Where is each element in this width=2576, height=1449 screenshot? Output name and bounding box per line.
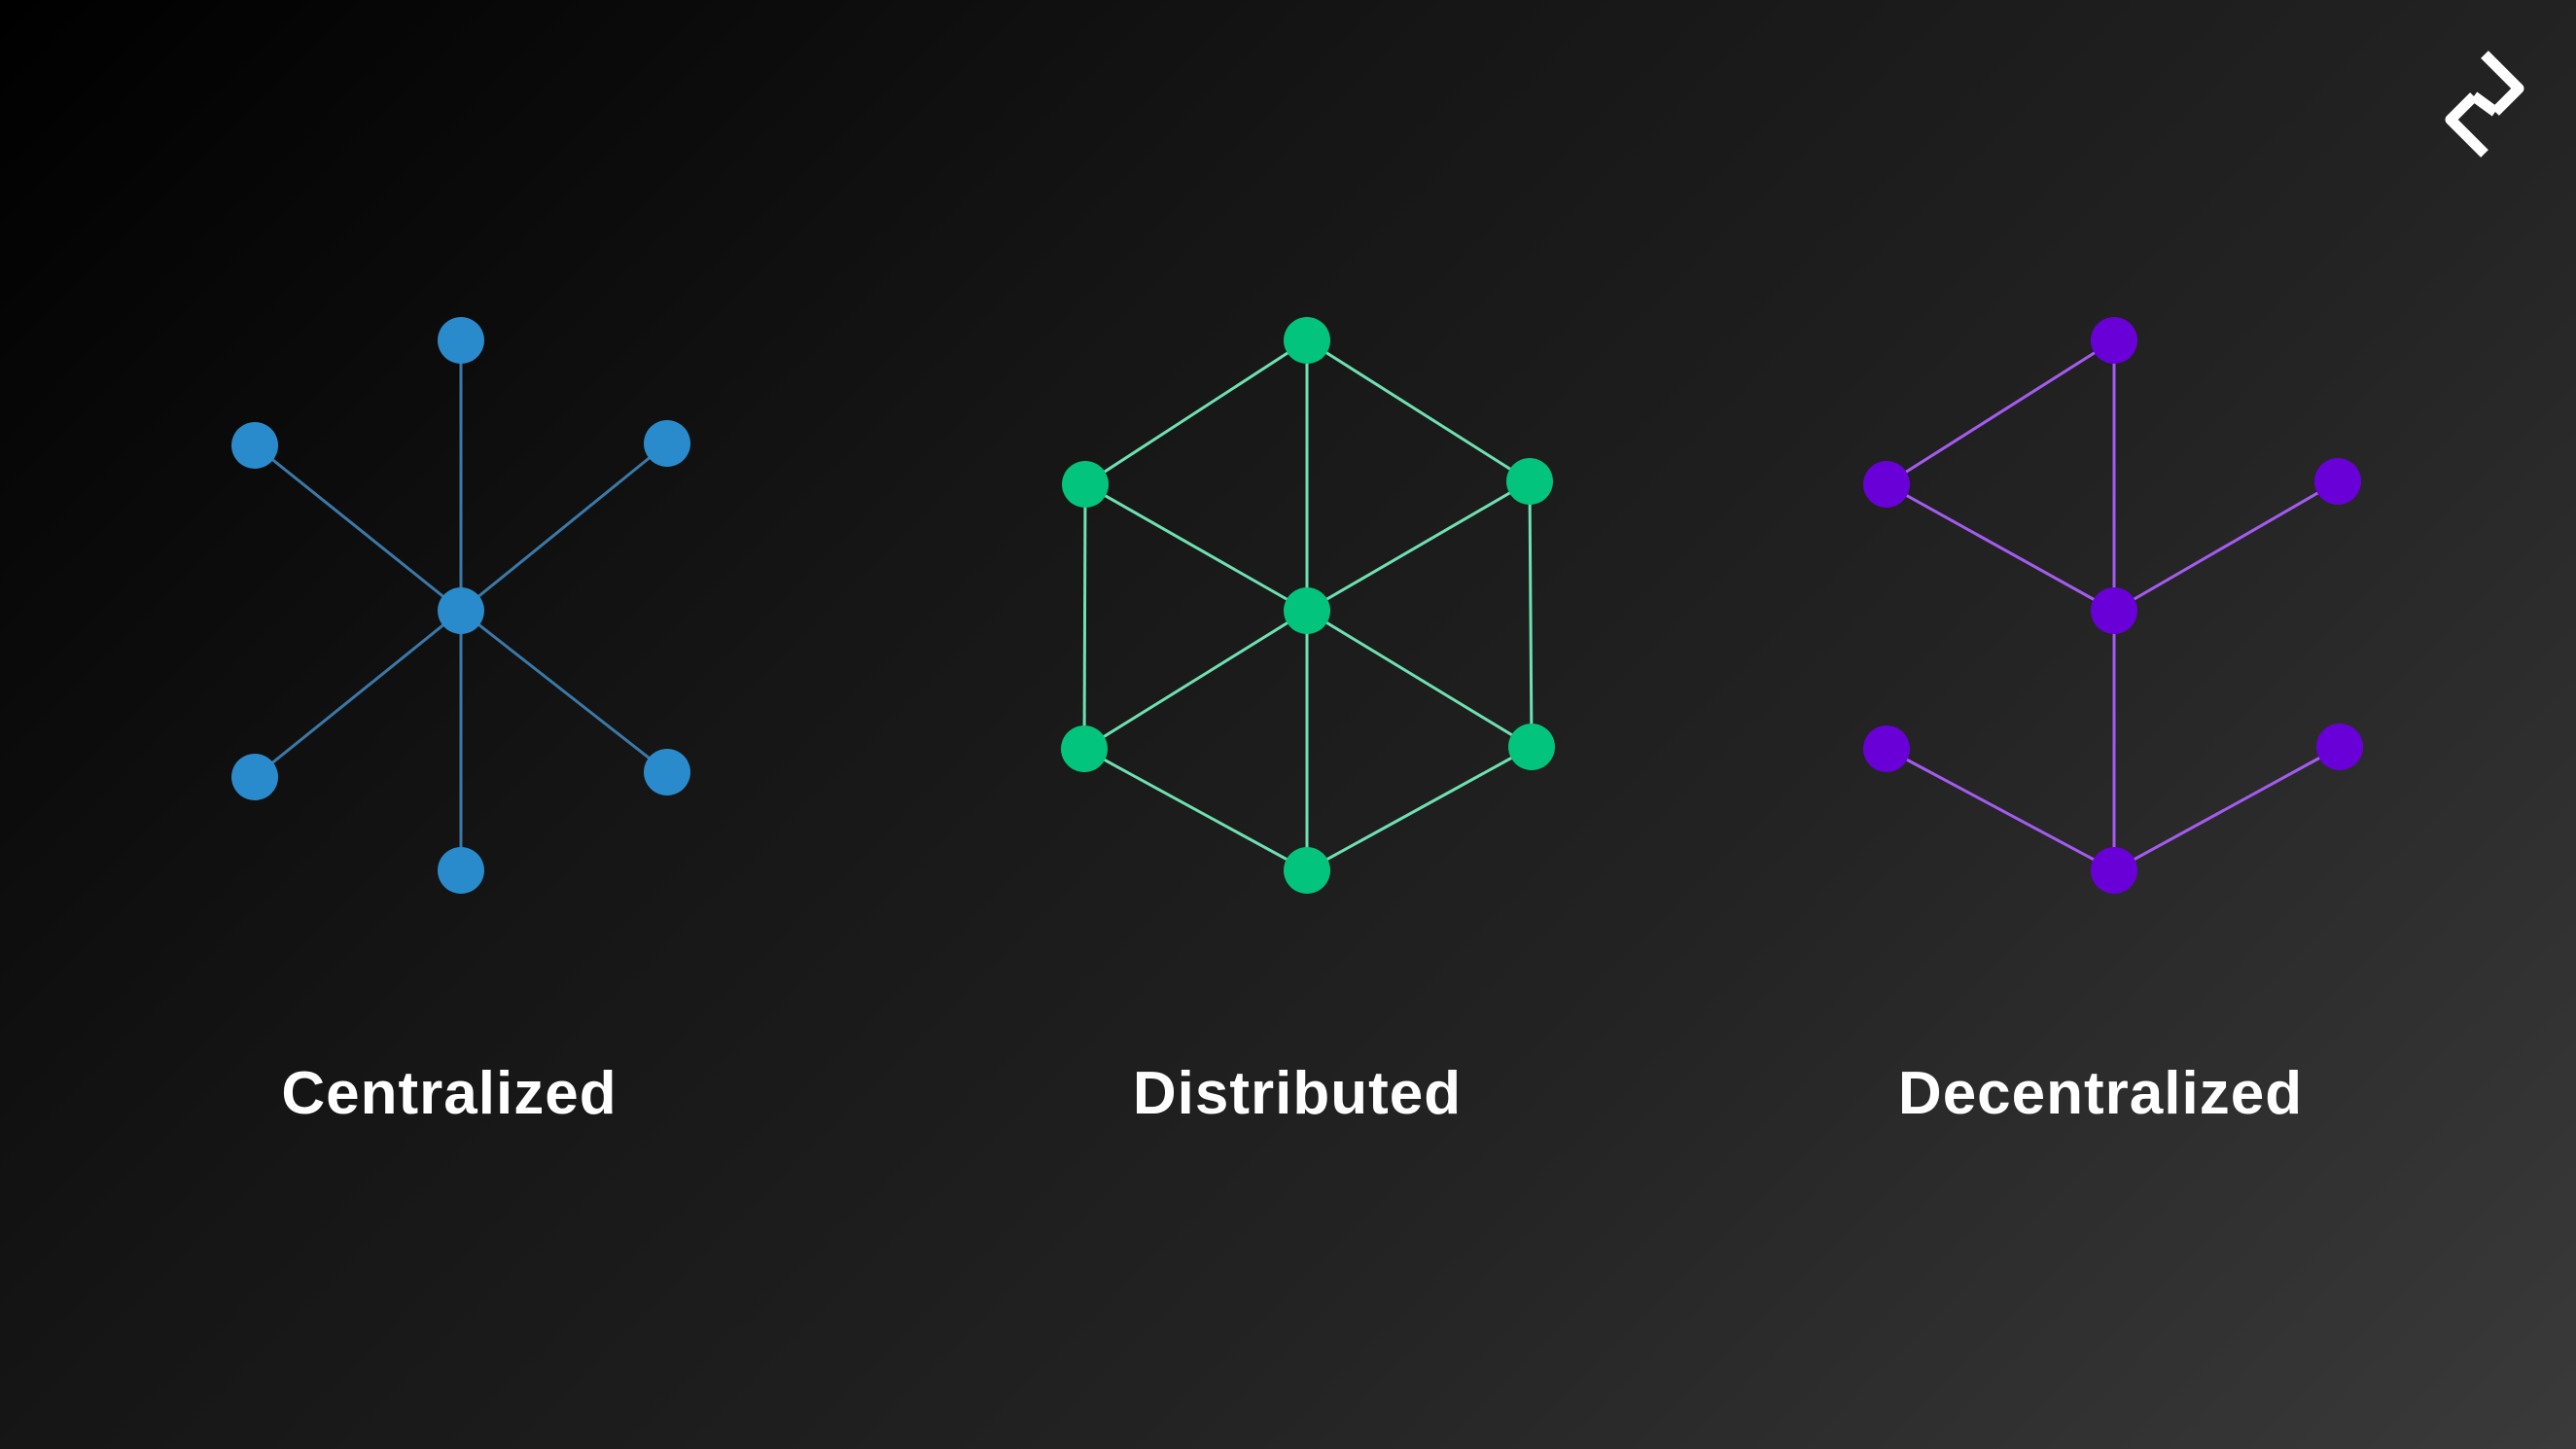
centralized-edge [254,443,462,613]
decentralized-edge [2113,479,2339,613]
distributed-edge [1083,609,1308,751]
decentralized-node [2314,458,2361,505]
centralized-hub-node [438,587,484,634]
distributed-node [1508,724,1555,770]
decentralized-edge [1886,482,2115,613]
decentralized-node [2091,847,2137,894]
decentralized-node [1863,725,1910,772]
centralized-label: Centralized [281,1060,618,1127]
distributed-edge [1306,479,1531,613]
centralized-node [644,420,690,467]
decentralized-node [1863,461,1910,508]
distributed-hub-node [1284,587,1330,634]
decentralized-node [2091,317,2137,364]
decentralized-hub-node [2091,587,2137,634]
centralized-edge [254,609,462,779]
distributed-edge [1084,482,1308,613]
distributed-node [1506,458,1553,505]
decentralized-network-diagram [1863,317,2363,894]
distributed-network-diagram [1061,317,1555,894]
decentralized-label: Decentralized [1897,1060,2304,1127]
distributed-edge [1084,338,1308,486]
decentralized-node [2316,724,2363,770]
decentralized-edge [1886,747,2115,872]
distributed-node [1061,725,1108,772]
centralized-edge [460,609,668,774]
centralized-node [438,847,484,894]
distributed-node [1062,461,1109,508]
centralized-network-diagram [231,317,690,894]
centralized-node [231,754,278,800]
centralized-node [438,317,484,364]
distributed-edge [1306,609,1533,749]
distributed-edge [1306,338,1531,483]
decentralized-edge [2113,745,2341,872]
distributed-edge [1528,480,1534,748]
centralized-edge [460,442,668,613]
centralized-node [644,749,690,795]
decentralized-edge [1886,338,2115,486]
centralized-node [231,422,278,469]
distributed-edge [1082,483,1087,750]
diamond-link-logo-icon [2445,51,2524,158]
distributed-node [1284,847,1330,894]
distributed-label: Distributed [1132,1060,1463,1127]
distributed-edge [1306,745,1533,872]
distributed-node [1284,317,1330,364]
distributed-edge [1083,747,1308,872]
